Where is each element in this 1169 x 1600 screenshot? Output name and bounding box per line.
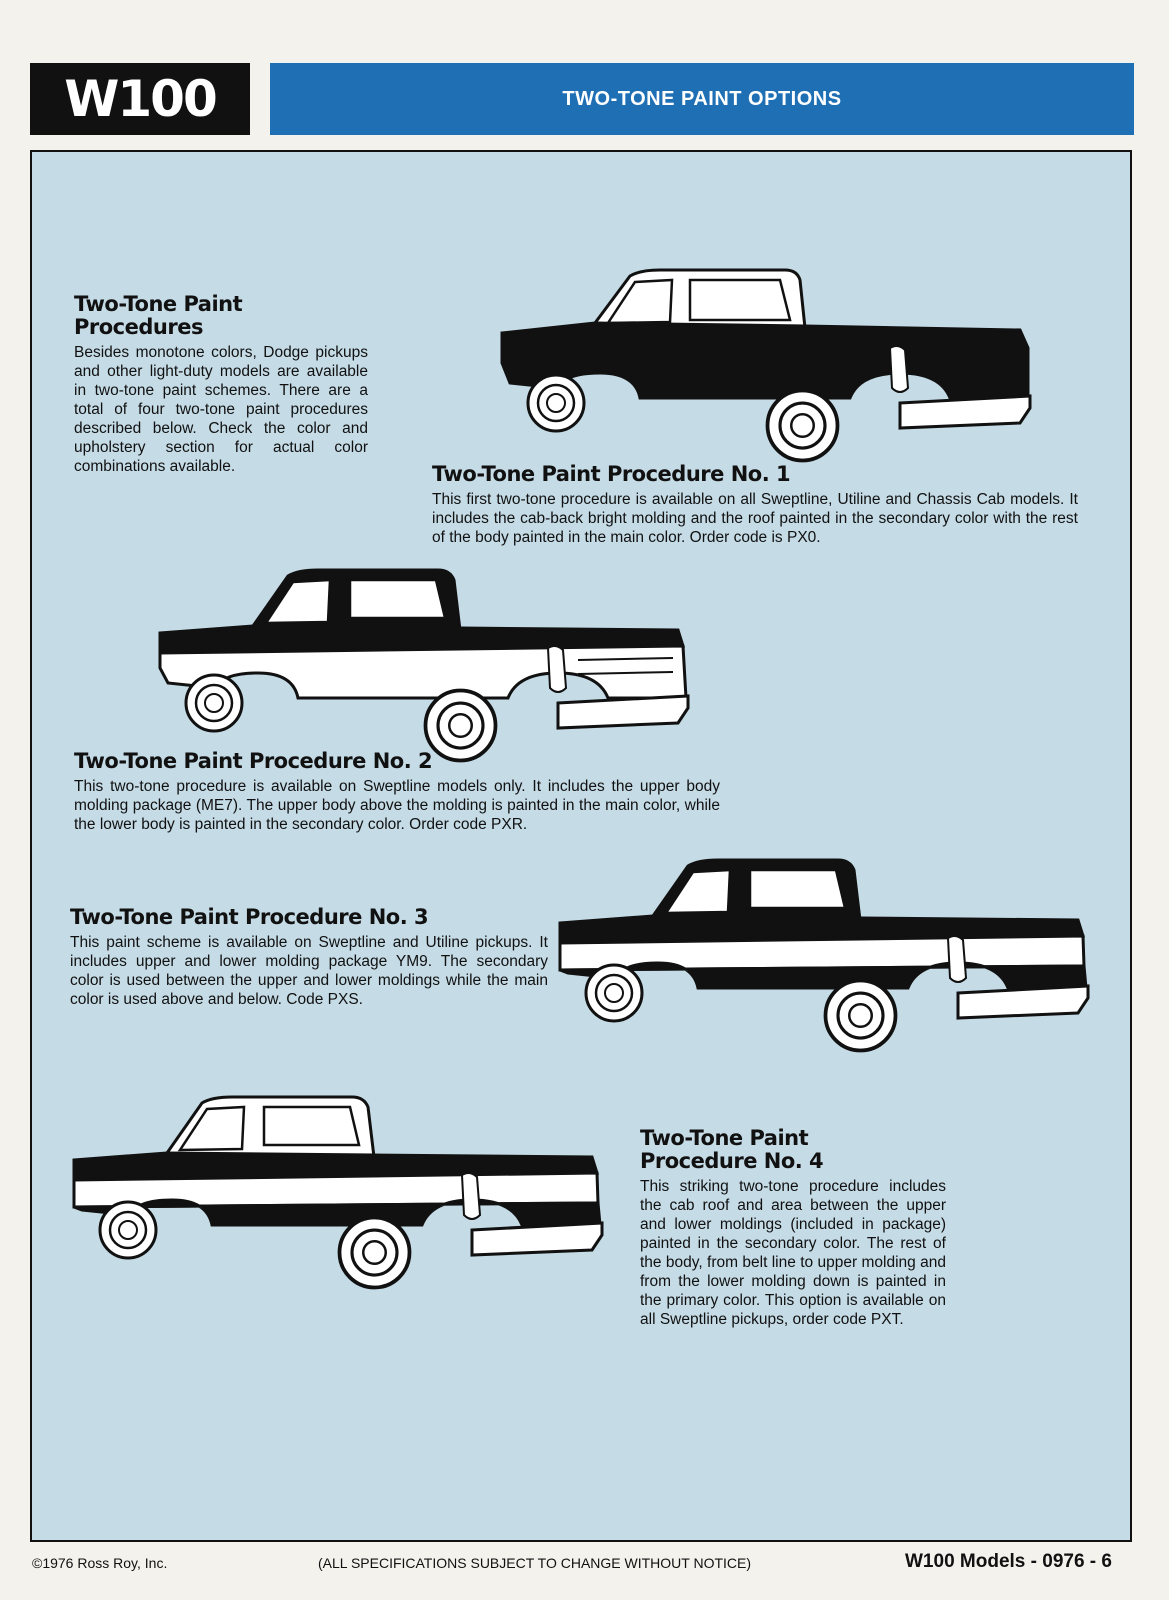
- procedure-1-section: Two-Tone Paint Procedure No. 1 This firs…: [432, 463, 1078, 547]
- disclaimer-text: (ALL SPECIFICATIONS SUBJECT TO CHANGE WI…: [318, 1555, 752, 1571]
- procedure-1-title: Two-Tone Paint Procedure No. 1: [432, 462, 791, 486]
- page-code: W100 Models - 0976 - 6: [905, 1551, 1112, 1572]
- truck-procedure-2-illustration: [158, 568, 690, 763]
- truck-procedure-3-illustration: [558, 858, 1090, 1053]
- copyright-text: ©1976 Ross Roy, Inc.: [32, 1555, 168, 1571]
- procedure-2-body: This two-tone procedure is available on …: [74, 778, 720, 833]
- procedure-3-body: This paint scheme is available on Sweptl…: [70, 934, 548, 1008]
- page-title: TWO-TONE PAINT OPTIONS: [270, 63, 1134, 135]
- procedure-2-section: Two-Tone Paint Procedure No. 2 This two-…: [74, 750, 720, 834]
- procedure-1-body: This first two-tone procedure is availab…: [432, 491, 1078, 546]
- truck-procedure-4-illustration: [72, 1095, 604, 1290]
- procedure-3-section: Two-Tone Paint Procedure No. 3 This pain…: [70, 906, 548, 1009]
- procedure-3-title: Two-Tone Paint Procedure No. 3: [70, 905, 429, 929]
- procedure-2-title: Two-Tone Paint Procedure No. 2: [74, 749, 433, 773]
- intro-body: Besides monotone colors, Dodge pickups a…: [74, 344, 368, 475]
- truck-procedure-1-illustration: [500, 268, 1032, 463]
- procedure-4-body: This striking two-tone procedure include…: [640, 1178, 946, 1328]
- model-badge: W100: [30, 63, 250, 135]
